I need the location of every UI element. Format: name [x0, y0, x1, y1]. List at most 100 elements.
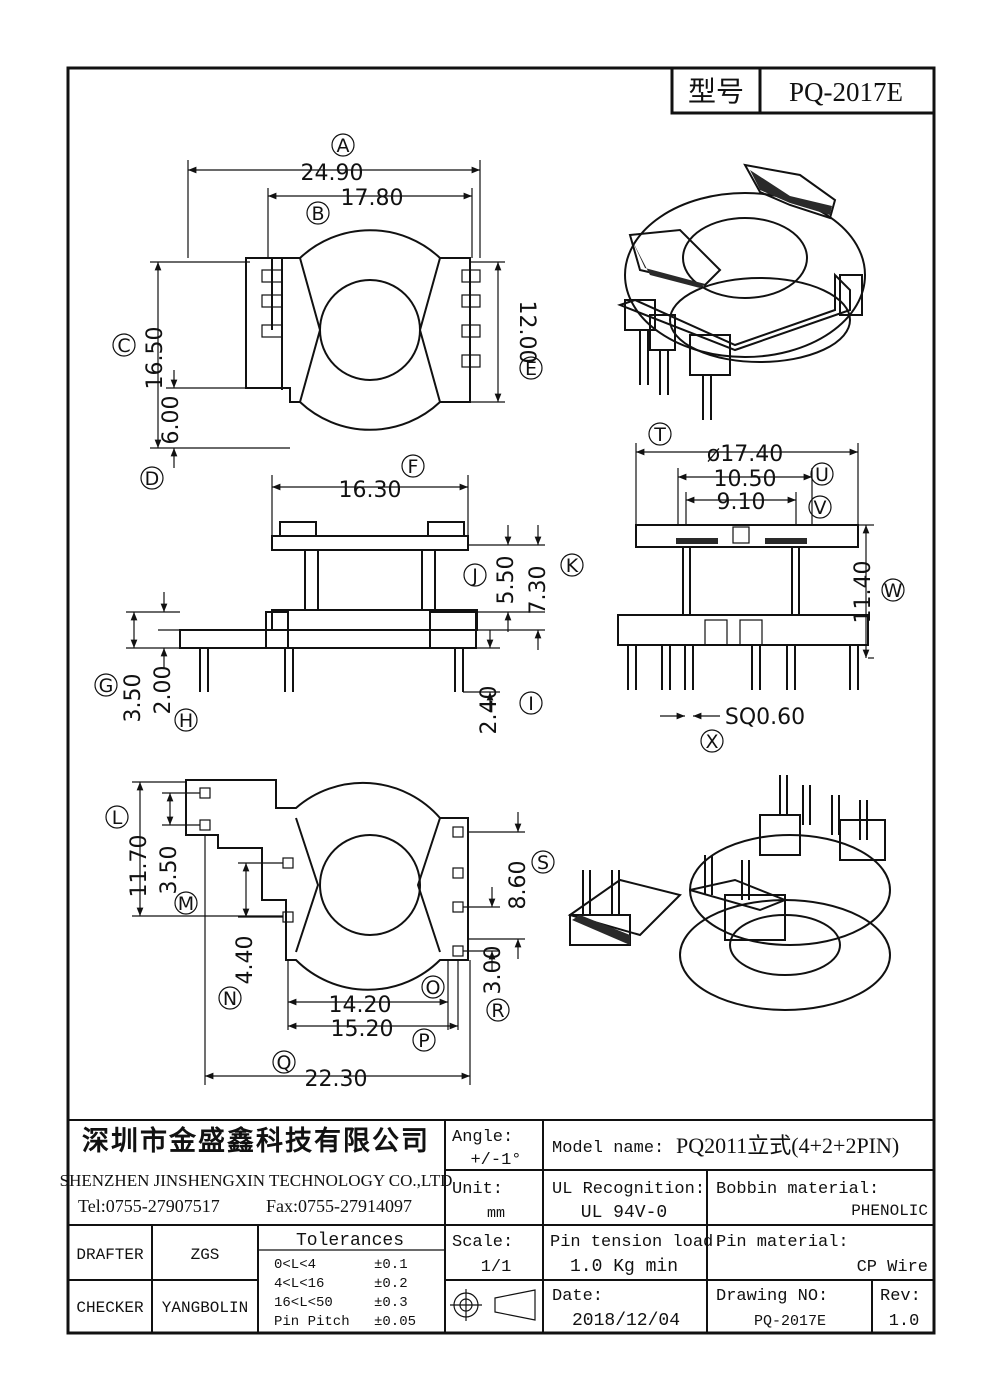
dim-k-value: 7.30	[526, 566, 551, 615]
dim-p-value: 15.20	[331, 1017, 394, 1042]
pin-material-value: CP Wire	[857, 1258, 928, 1277]
front-view: ø17.40 T 10.50 U 9.10 V 11.40 W SQ0.60 X	[617, 422, 905, 753]
drawing-no-label: Drawing NO:	[716, 1287, 828, 1306]
side-view: 16.30 F 5.50 7.30 J K 3.50 2.00 G H 2.40…	[94, 454, 584, 735]
dim-w-id: W	[884, 580, 903, 602]
company-tel: Tel:0755-27907517	[78, 1196, 220, 1216]
title-block: 深圳市金盛鑫科技有限公司 SHENZHEN JINSHENGXIN TECHNO…	[60, 1119, 934, 1333]
dim-l-value: 11.70	[127, 835, 152, 898]
dim-i-value: 2.40	[477, 686, 502, 735]
dim-e-id: E	[525, 358, 537, 380]
checker-label: CHECKER	[76, 1299, 144, 1317]
dim-o-id: O	[426, 977, 441, 999]
isometric-view-bottom	[567, 775, 891, 1011]
dim-q-id: Q	[277, 1052, 292, 1074]
company-fax: Fax:0755-27914097	[266, 1196, 412, 1216]
dim-f-value: 16.30	[339, 478, 402, 503]
dim-j-id: J	[471, 565, 478, 587]
date-label: Date:	[552, 1287, 603, 1306]
dim-n-id: N	[223, 988, 237, 1010]
dim-c-id: C	[117, 335, 130, 357]
dim-u-id: U	[815, 464, 829, 486]
dim-t-value: ø17.40	[707, 442, 783, 467]
ul-value: UL 94V-0	[581, 1203, 667, 1223]
dim-b-id: B	[311, 203, 324, 225]
dim-l-id: L	[112, 807, 123, 829]
unit-label: Unit:	[452, 1180, 503, 1199]
drafter-label: DRAFTER	[76, 1246, 144, 1264]
dim-s-value: 8.60	[506, 861, 531, 910]
model-name-label: Model name:	[552, 1139, 664, 1158]
dim-j-value: 5.50	[494, 556, 519, 605]
drafter-value: ZGS	[191, 1246, 220, 1264]
dim-v-value: 9.10	[717, 490, 766, 515]
company-name-cn: 深圳市金盛鑫科技有限公司	[82, 1125, 430, 1156]
scale-value: 1/1	[481, 1258, 512, 1277]
dim-u-value: 10.50	[714, 467, 777, 492]
pin-tension-label: Pin tension load:	[550, 1233, 723, 1252]
tolerance-value: ±0.2	[374, 1276, 408, 1292]
tolerance-value: ±0.05	[374, 1314, 416, 1330]
model-header: 型号 PQ-2017E	[670, 66, 936, 115]
tolerance-range: 0<L<4	[274, 1257, 316, 1273]
dim-n-value: 4.40	[233, 936, 258, 985]
dim-f-id: F	[408, 456, 419, 478]
tolerance-range: 4<L<16	[274, 1276, 324, 1292]
date-value: 2018/12/04	[572, 1311, 680, 1331]
dim-i-id: I	[528, 693, 534, 715]
dim-e-value: 12.00	[514, 301, 539, 364]
pin-material-label: Pin material:	[716, 1233, 849, 1252]
tolerances-title: Tolerances	[296, 1231, 404, 1251]
bottom-view: 11.70 L 3.50 M 4.40 N 14.20 O 15.20 P 22…	[105, 779, 555, 1092]
dim-r-id: R	[491, 1000, 504, 1022]
dim-r-value: 3.00	[481, 946, 506, 995]
angle-value: +/-1°	[470, 1151, 521, 1170]
checker-value: YANGBOLIN	[162, 1299, 248, 1317]
dim-h-id: H	[179, 710, 193, 732]
drawing-no-value: PQ-2017E	[754, 1313, 826, 1330]
scale-label: Scale:	[452, 1233, 513, 1252]
tolerance-range: 16<L<50	[274, 1295, 333, 1311]
sheet-border	[66, 66, 936, 1335]
dim-q-value: 22.30	[305, 1067, 368, 1092]
bobbin-value: PHENOLIC	[851, 1202, 928, 1220]
dim-a-value: 24.90	[301, 161, 364, 186]
dim-b-value: 17.80	[341, 186, 404, 211]
unit-value: mm	[487, 1205, 505, 1222]
dim-g-value: 3.50	[121, 674, 146, 723]
projection-symbol-icon	[450, 1289, 536, 1321]
dim-x-value: SQ0.60	[725, 705, 805, 730]
dim-s-id: S	[537, 852, 549, 874]
bobbin-label: Bobbin material:	[716, 1180, 879, 1199]
rev-value: 1.0	[889, 1312, 920, 1331]
top-view: 24.90 A 17.80 B 16.50 C 6.00 D 12.00 E	[112, 133, 543, 490]
dim-w-value: 11.40	[851, 561, 876, 624]
angle-label: Angle:	[452, 1128, 513, 1147]
dim-d-value: 6.00	[159, 396, 184, 445]
dim-p-id: P	[418, 1030, 429, 1052]
tolerance-value: ±0.3	[374, 1295, 408, 1311]
dim-t-id: T	[653, 424, 666, 446]
dim-h-value: 2.00	[151, 666, 176, 715]
dim-m-id: M	[178, 893, 194, 915]
dim-x-id: X	[705, 731, 718, 753]
model-value: PQ-2017E	[789, 77, 903, 107]
dim-g-id: G	[99, 675, 114, 697]
model-name-value: PQ2011立式(4+2+2PIN)	[676, 1133, 899, 1158]
dim-a-id: A	[337, 135, 350, 157]
pin-tension-value: 1.0 Kg min	[570, 1257, 678, 1277]
company-name-en: SHENZHEN JINSHENGXIN TECHNOLOGY CO.,LTD	[60, 1171, 453, 1190]
dim-v-id: V	[814, 497, 827, 519]
isometric-view-top	[617, 163, 866, 420]
model-label: 型号	[688, 76, 744, 108]
tolerance-value: ±0.1	[374, 1257, 408, 1273]
rev-label: Rev:	[880, 1287, 921, 1306]
dim-m-value: 3.50	[157, 846, 182, 895]
dim-c-value: 16.50	[143, 327, 168, 390]
dim-k-id: K	[566, 555, 579, 577]
tolerance-range: Pin Pitch	[274, 1314, 350, 1330]
dim-o-value: 14.20	[329, 993, 392, 1018]
ul-label: UL Recognition:	[552, 1180, 705, 1199]
dim-d-id: D	[145, 468, 160, 490]
